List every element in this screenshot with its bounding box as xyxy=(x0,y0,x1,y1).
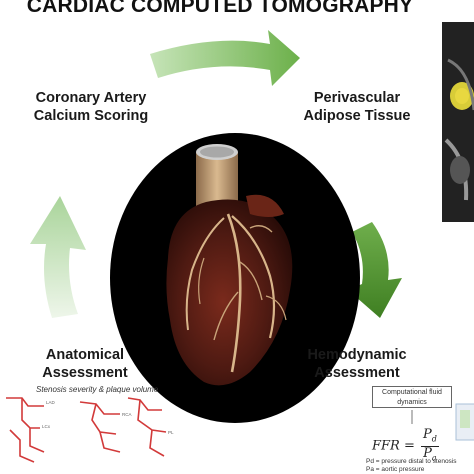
ffr-den-sub: a xyxy=(431,453,437,463)
stage-hemodynamic: Hemodynamic Assessment xyxy=(292,346,422,382)
left-arrow xyxy=(30,196,86,318)
stage-anatomical: Anatomical Assessment xyxy=(20,346,150,382)
ffr-num-letter: P xyxy=(423,427,432,442)
svg-text:LAD: LAD xyxy=(46,400,56,405)
vessel-tree-sketch xyxy=(6,397,167,463)
anatomical-caption: Stenosis severity & plaque volume xyxy=(36,385,159,394)
cfd-box-line2: dynamics xyxy=(397,399,427,406)
right-arrow xyxy=(348,222,402,318)
stage-perivascular: Perivascular Adipose Tissue xyxy=(292,89,422,125)
ffr-numerator: Pd xyxy=(421,428,439,447)
ffr-fraction: Pd Pa xyxy=(421,428,439,464)
stage-calcium-line1: Coronary Artery xyxy=(35,90,147,106)
ffr-legend-line1: Pd = pressure distal to stenosis xyxy=(366,458,457,465)
ffr-legend: Pd = pressure distal to stenosis Pa = ao… xyxy=(366,458,466,474)
stage-anatomical-line1: Anatomical xyxy=(45,347,125,363)
cfd-box: Computational fluid dynamics xyxy=(372,386,452,408)
pvat-image-panel xyxy=(442,22,474,222)
stage-perivascular-line2: Adipose Tissue xyxy=(303,108,411,124)
svg-text:PL: PL xyxy=(168,430,174,435)
stage-hemodynamic-line1: Hemodynamic xyxy=(307,347,407,363)
stage-calcium-line2: Calcium Scoring xyxy=(33,108,149,124)
ffr-denominator: Pa xyxy=(421,447,439,465)
ffr-formula: FFR = Pd Pa xyxy=(372,428,439,464)
cfd-result-bar xyxy=(460,410,470,428)
ffr-den-letter: P xyxy=(423,445,432,461)
stage-anatomical-line2: Assessment xyxy=(42,365,128,381)
ffr-num-sub: d xyxy=(431,434,437,444)
stage-hemodynamic-line2: Assessment xyxy=(314,365,400,381)
heart-ct-image xyxy=(110,133,360,423)
diagram-title: CARDIAC COMPUTED TOMOGRAPHY xyxy=(26,0,414,17)
ffr-lhs: FFR = xyxy=(372,438,415,454)
ffr-legend-line2: Pa = aortic pressure xyxy=(366,466,425,473)
cfd-box-line1: Computational fluid xyxy=(382,389,442,396)
svg-text:RCA: RCA xyxy=(122,412,132,417)
vessel-tree-labels: LAD LCx RCA PL xyxy=(42,400,174,435)
svg-text:LCx: LCx xyxy=(42,424,51,429)
stage-perivascular-line1: Perivascular xyxy=(313,90,401,106)
top-arrow xyxy=(150,30,300,86)
stage-calcium-scoring: Coronary Artery Calcium Scoring xyxy=(26,89,156,125)
